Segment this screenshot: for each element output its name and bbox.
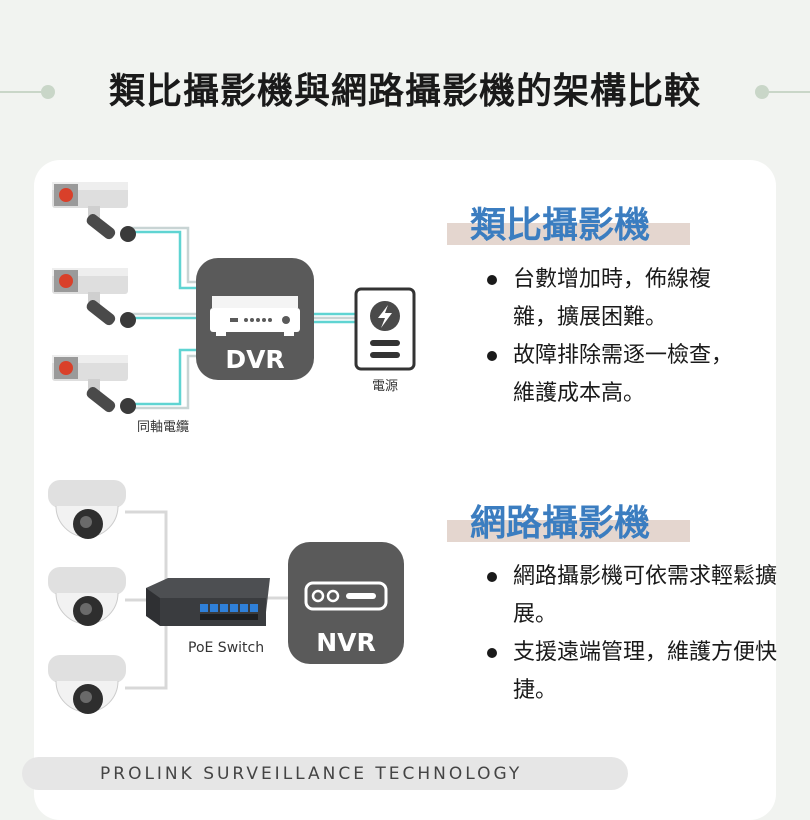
analog-heading-highlight bbox=[447, 223, 690, 245]
lightning-icon bbox=[378, 305, 392, 328]
analog-camera-1 bbox=[52, 182, 136, 242]
analog-heading: 類比攝影機 bbox=[470, 205, 651, 246]
title-dot-left bbox=[41, 85, 55, 99]
comparison-card bbox=[34, 160, 776, 820]
coax-cables bbox=[130, 226, 356, 410]
camera-lens-icon bbox=[59, 274, 73, 288]
poe-switch-label: PoE Switch bbox=[188, 640, 264, 656]
analog-camera-2 bbox=[52, 268, 136, 328]
title-rule-right bbox=[762, 91, 810, 93]
camera-lens-icon bbox=[59, 188, 73, 202]
dome-camera-3 bbox=[48, 655, 126, 714]
list-item: 台數增加時，佈線複雜，擴展困難。 bbox=[487, 261, 752, 337]
list-item: 故障排除需逐一檢查，維護成本高。 bbox=[487, 337, 752, 413]
network-heading-highlight bbox=[447, 520, 690, 542]
coax-cable-label: 同軸電纜 bbox=[137, 419, 189, 435]
list-item: 支援遠端管理，維護方便快捷。 bbox=[487, 634, 777, 710]
footer-banner bbox=[22, 757, 628, 790]
title-dot-right bbox=[755, 85, 769, 99]
power-label: 電源 bbox=[372, 379, 398, 394]
list-item: 網路攝影機可依需求輕鬆擴展。 bbox=[487, 558, 777, 634]
poe-switch: PoE Switch bbox=[146, 578, 270, 656]
footer-brand-text: PROLINK SURVEILLANCE TECHNOLOGY bbox=[100, 764, 523, 784]
nvr-device: NVR bbox=[288, 542, 404, 664]
dome-camera-1 bbox=[48, 480, 126, 539]
analog-camera-3 bbox=[52, 355, 136, 414]
title-rule-left bbox=[0, 91, 48, 93]
dome-camera-2 bbox=[48, 567, 126, 626]
network-heading: 網路攝影機 bbox=[470, 503, 651, 544]
analog-bullet-list: 台數增加時，佈線複雜，擴展困難。 故障排除需逐一檢查，維護成本高。 bbox=[487, 261, 752, 413]
power-supply: 電源 bbox=[354, 287, 416, 394]
dvr-label: DVR bbox=[225, 345, 284, 374]
page-title: 類比攝影機與網路攝影機的架構比較 bbox=[108, 71, 701, 112]
network-bullet-list: 網路攝影機可依需求輕鬆擴展。 支援遠端管理，維護方便快捷。 bbox=[487, 558, 777, 710]
nvr-label: NVR bbox=[316, 628, 376, 657]
dvr-device: DVR bbox=[196, 258, 314, 380]
network-cables bbox=[125, 510, 290, 690]
camera-lens-icon bbox=[59, 361, 73, 375]
